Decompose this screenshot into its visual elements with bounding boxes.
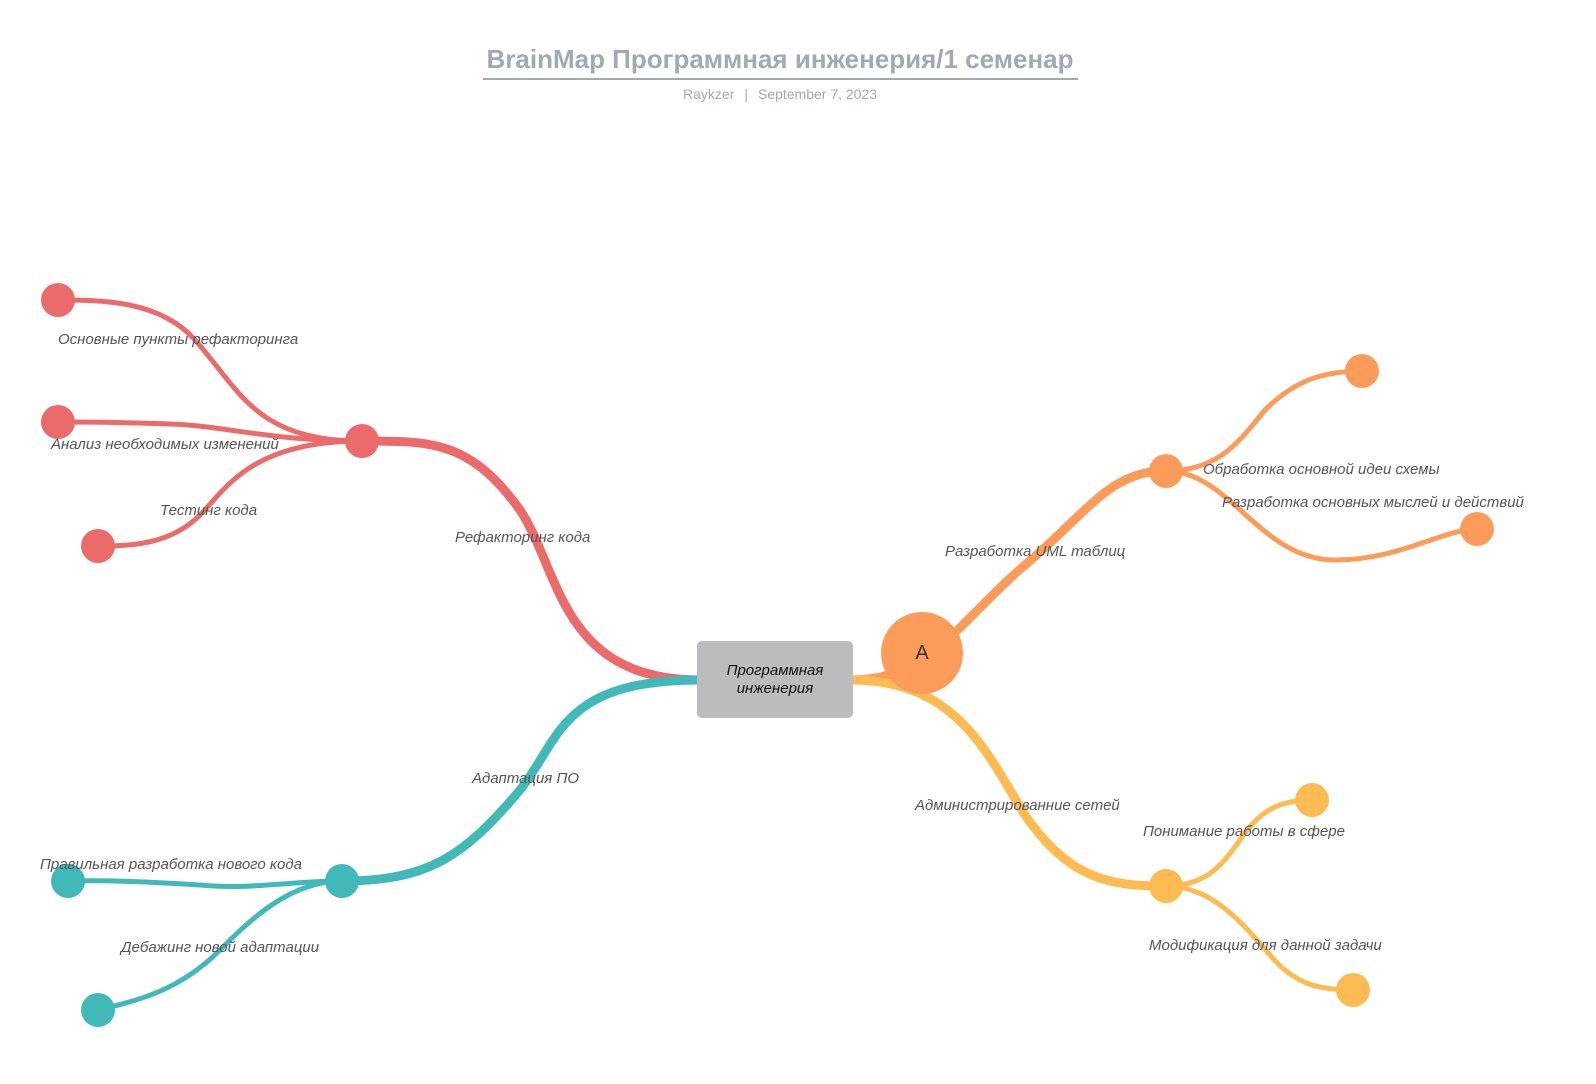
sub-line-analysis: [55, 419, 365, 444]
map-header: BrainMap Программная инженерия/1 семенар…: [0, 42, 1560, 102]
leaf-label-main-thoughts: Разработка основных мыслей и действий: [1222, 494, 1525, 511]
leaf-label-correct-dev: Правильная разработка нового кода: [40, 856, 302, 873]
branch-node-network[interactable]: [1149, 869, 1183, 903]
branch-line-network: [847, 675, 1171, 891]
sub-line-modification: [1163, 883, 1356, 993]
map-meta: Raykzer | September 7, 2023: [0, 86, 1560, 102]
sub-line-main-thoughts: [1163, 468, 1480, 563]
branch-line-refactoring: [357, 436, 705, 685]
leaf-node-main-points[interactable]: [41, 283, 75, 317]
meta-separator: |: [744, 86, 748, 102]
leaf-node-analysis[interactable]: [41, 405, 75, 439]
branch-refactoring[interactable]: Рефакторинг кода Основные пункты рефакто…: [41, 283, 705, 685]
branch-node-uml[interactable]: [1149, 454, 1183, 488]
author-name: Raykzer: [682, 86, 735, 102]
leaf-label-analysis: Анализ необходимых изменений: [50, 436, 280, 453]
leaf-node-correct-dev[interactable]: [51, 864, 85, 898]
leaf-node-debugging[interactable]: [81, 993, 115, 1027]
map-title[interactable]: BrainMap Программная инженерия/1 семенар: [482, 42, 1078, 80]
leaf-label-main-points: Основные пункты рефакторинга: [58, 331, 298, 348]
leaf-node-main-thoughts[interactable]: [1460, 512, 1494, 546]
branch-node-refactoring[interactable]: [345, 424, 379, 458]
leaf-label-main-idea: Обработка основной идеи схемы: [1203, 461, 1440, 478]
branch-label-refactoring: Рефакторинг кода: [455, 529, 590, 546]
sub-line-main-points: [55, 297, 365, 444]
branch-label-uml: Разработка UML таблиц: [945, 543, 1126, 560]
map-date: September 7, 2023: [757, 86, 878, 102]
sub-line-understanding: [1163, 797, 1315, 889]
leaf-node-main-idea[interactable]: [1345, 354, 1379, 388]
leaf-node-understanding[interactable]: [1295, 783, 1329, 817]
marker-circle[interactable]: [881, 612, 963, 694]
leaf-label-understanding: Понимание работы в сфере: [1143, 823, 1345, 840]
marker-label: A: [915, 642, 929, 664]
sub-line-testing: [95, 438, 365, 549]
sub-line-main-idea: [1163, 368, 1365, 474]
branch-label-network: Администрированние сетей: [914, 797, 1120, 814]
sub-line-debugging: [95, 878, 345, 1013]
root-label: Программная инженерия: [726, 661, 824, 697]
sub-line-correct-dev: [65, 878, 345, 889]
leaf-node-testing[interactable]: [81, 529, 115, 563]
root-node[interactable]: Программная инженерия: [697, 641, 853, 718]
branch-adaptation[interactable]: Адаптация ПО Правильная разработка новог…: [40, 675, 705, 1027]
branch-node-adaptation[interactable]: [325, 864, 359, 898]
branch-network[interactable]: Администрированние сетей Понимание работ…: [847, 675, 1382, 1007]
leaf-label-debugging: Дебажинг новой адаптации: [119, 939, 320, 956]
branch-label-adaptation: Адаптация ПО: [471, 770, 579, 787]
branch-marker[interactable]: A: [881, 612, 963, 694]
leaf-label-modification: Модификация для данной задачи: [1149, 937, 1382, 954]
leaf-node-modification[interactable]: [1336, 973, 1370, 1007]
branch-line-adaptation: [337, 675, 705, 886]
leaf-label-testing: Тестинг кода: [160, 502, 257, 519]
